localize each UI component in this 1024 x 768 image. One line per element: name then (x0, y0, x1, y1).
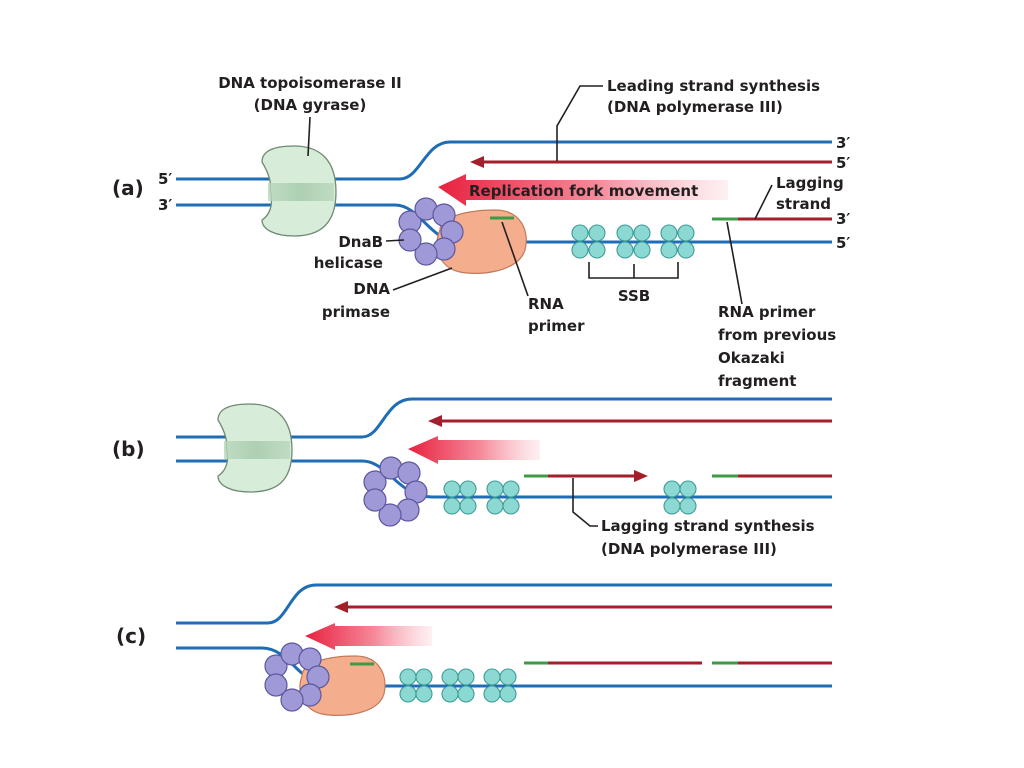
ssb-bracket (588, 262, 679, 279)
leading-leader (556, 85, 603, 161)
parental-top-strand-a (176, 140, 832, 181)
leading-label-line2: (DNA polymerase III) (607, 98, 783, 116)
lagging-strand-leader (754, 184, 773, 220)
lagging-strand-label-line2: strand (776, 195, 831, 213)
ssb-group-b (443, 480, 697, 515)
lagging-synth-leader (572, 478, 598, 527)
ssb-label: SSB (618, 287, 650, 305)
prev-primer-label-line4: fragment (718, 372, 796, 390)
panel-b: (b) (112, 397, 832, 558)
panel-b-label: (b) (112, 437, 145, 461)
leading-strand-c-arrowhead (334, 601, 348, 613)
prev-primer-label-line2: from previous (718, 326, 836, 344)
ssb-group-a (571, 224, 695, 259)
topoisomerase-leader (307, 116, 311, 157)
fork-movement-arrow-a (438, 174, 728, 206)
leading-strand-b-arrowhead (428, 415, 442, 427)
topoisomerase-label-line1: DNA topoisomerase II (218, 74, 402, 92)
gyrase-b (217, 403, 293, 493)
end-label-left-5: 5′ (158, 170, 172, 188)
panel-a: (a) (112, 74, 850, 390)
helicase-c (264, 642, 330, 712)
end-label-lag-5: 5′ (836, 234, 850, 252)
primase-label-line2: primase (322, 303, 390, 321)
rna-primer-label-line2: primer (528, 317, 585, 335)
fork-movement-arrow-c (305, 623, 432, 650)
primase-leader (392, 267, 453, 291)
end-label-left-3: 3′ (158, 196, 172, 214)
gyrase-a (261, 145, 337, 237)
prev-primer-label-line3: Okazaki (718, 349, 785, 367)
topoisomerase-label-line2: (DNA gyrase) (254, 96, 367, 114)
fork-movement-arrow-b (408, 436, 540, 464)
panel-c: (c) (116, 583, 832, 716)
leading-strand-arrowhead (470, 156, 484, 168)
lagging-strand-label-line1: Lagging (776, 174, 844, 192)
panel-c-label: (c) (116, 624, 146, 648)
lagging-synth-label-line2: (DNA polymerase III) (601, 540, 777, 558)
prev-primer-leader (726, 221, 743, 305)
helicase-b (363, 456, 428, 527)
dnab-label-line2: helicase (314, 254, 383, 272)
end-label-lag-3: 3′ (836, 210, 850, 228)
end-label-top-3: 3′ (836, 134, 850, 152)
leading-label-line1: Leading strand synthesis (607, 77, 820, 95)
prev-primer-label-line1: RNA primer (718, 303, 816, 321)
lagging-synthesis-arrowhead-b (634, 470, 648, 482)
parental-top-strand-b (176, 397, 832, 439)
rna-primer-leader (501, 221, 529, 297)
lagging-synth-label-line1: Lagging strand synthesis (601, 517, 815, 535)
parental-top-strand-c (176, 583, 832, 625)
dnab-leader (385, 239, 405, 242)
rna-primer-label-line1: RNA (528, 295, 564, 313)
fork-movement-label: Replication fork movement (469, 182, 698, 200)
primase-label-line1: DNA (353, 280, 390, 298)
helicase-a (398, 197, 464, 266)
end-label-top-5: 5′ (836, 154, 850, 172)
dnab-label-line1: DnaB (338, 233, 383, 251)
panel-a-label: (a) (112, 176, 144, 200)
ssb-group-c (399, 668, 517, 703)
